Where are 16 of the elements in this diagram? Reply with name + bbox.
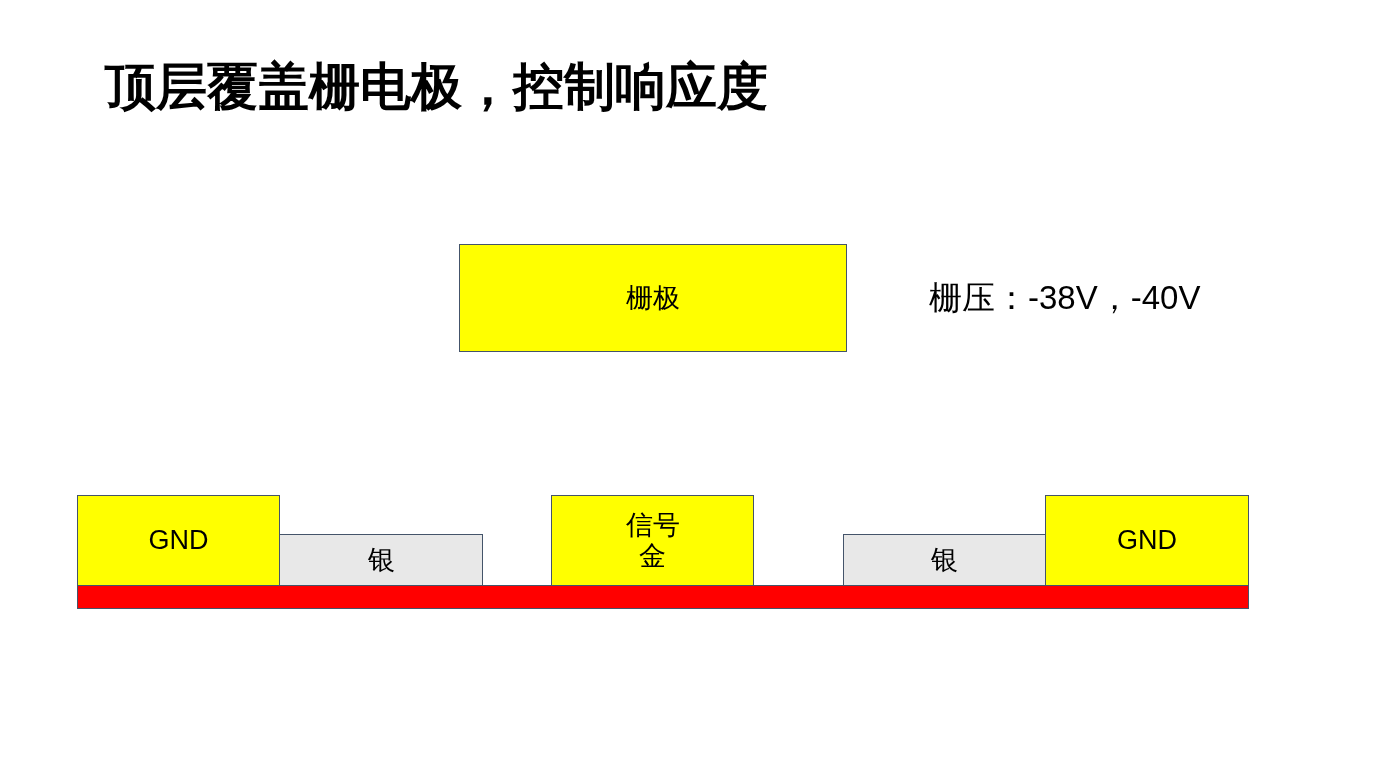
strip-label: 银 bbox=[931, 544, 958, 576]
electrode-label: 金 bbox=[639, 540, 666, 572]
substrate-bar bbox=[77, 585, 1249, 609]
electrode-label: GND bbox=[148, 525, 209, 556]
ground-electrode bbox=[1045, 495, 1249, 586]
electrode-label: GND bbox=[1117, 525, 1177, 556]
strip-label: 银 bbox=[367, 544, 395, 576]
metal-strip bbox=[279, 534, 483, 586]
electrode-label: 栅极 bbox=[626, 282, 680, 314]
gate-voltage-note: 栅压：-38V，-40V bbox=[929, 279, 1201, 317]
slide-title: 顶层覆盖栅电极，控制响应度 bbox=[105, 57, 768, 117]
electrode-label: 信号 bbox=[625, 509, 680, 541]
gate-electrode bbox=[459, 244, 847, 352]
ground-electrode bbox=[77, 495, 280, 586]
signal-electrode bbox=[551, 495, 754, 586]
metal-strip bbox=[843, 534, 1046, 586]
